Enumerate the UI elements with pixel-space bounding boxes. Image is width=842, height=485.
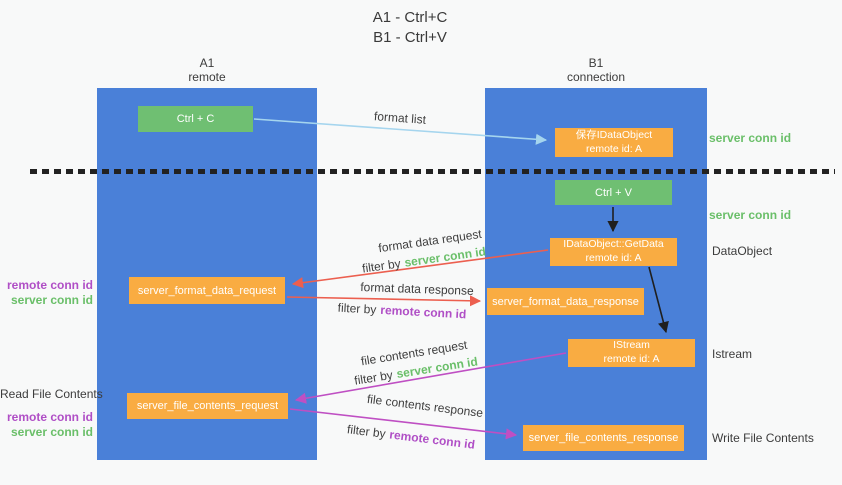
istream-node: IStream remote id: A xyxy=(568,339,695,367)
format-list-arrow-label: format list xyxy=(373,109,427,127)
file-contents-response-arrow-label: file contents response xyxy=(366,391,484,421)
istream-line2: remote id: A xyxy=(603,353,660,365)
save-dataobject-line1: 保存IDataObject xyxy=(575,128,653,141)
lane-header-a1: A1 remote xyxy=(97,56,317,85)
format-data-response-arrow-label: format data response xyxy=(360,280,474,298)
ctrl-v-node: Ctrl + V xyxy=(555,180,672,205)
annotation-write-file-contents: Write File Contents xyxy=(712,431,814,445)
annotation-istream: Istream xyxy=(712,347,753,361)
title-line-2: B1 - Ctrl+V xyxy=(373,29,447,47)
lane-a1-id: A1 xyxy=(199,56,215,70)
lane-a1-role: remote xyxy=(188,70,226,85)
annotation-server-conn-id-left-top: server conn id xyxy=(10,293,93,307)
server-file-contents-response-label: server_file_contents_response xyxy=(528,432,679,444)
annotation-server-conn-id-left-bottom: server conn id xyxy=(10,425,93,439)
getdata-node: IDataObject::GetData remote id: A xyxy=(550,238,677,266)
remote-conn-id-key: remote conn id xyxy=(388,427,476,452)
filter-by-text: filter by xyxy=(353,367,394,388)
lane-b1-role: connection xyxy=(566,70,626,85)
title-line-1: A1 - Ctrl+C xyxy=(372,9,448,26)
annotation-read-file-contents: Read File Contents xyxy=(0,387,103,401)
server-file-contents-request-label: server_file_contents_request xyxy=(136,400,279,412)
server-file-contents-response-node: server_file_contents_response xyxy=(523,425,684,451)
server-format-data-request-node: server_format_data_request xyxy=(129,277,285,304)
lane-header-b1: B1 connection xyxy=(485,56,707,85)
getdata-line2: remote id: A xyxy=(585,252,642,264)
istream-line1: IStream xyxy=(613,339,650,352)
remote-conn-id-key: remote conn id xyxy=(379,302,467,322)
ctrl-c-label: Ctrl + C xyxy=(176,113,215,125)
diagram-title: A1 - Ctrl+C B1 - Ctrl+V xyxy=(300,8,520,49)
filter-by-text: filter by xyxy=(337,300,377,317)
server-format-data-response-node: server_format_data_response xyxy=(487,288,644,315)
annotation-server-conn-id-top: server conn id xyxy=(709,131,792,145)
annotation-dataobject: DataObject xyxy=(712,244,773,258)
server-format-data-request-label: server_format_data_request xyxy=(137,284,277,297)
ctrl-c-node: Ctrl + C xyxy=(138,106,253,132)
lane-b1-id: B1 xyxy=(588,56,604,70)
annotation-server-conn-id-mid: server conn id xyxy=(709,208,792,222)
getdata-line1: IDataObject::GetData xyxy=(563,238,664,251)
annotation-remote-conn-id-top: remote conn id xyxy=(6,278,93,292)
filter-by-text: filter by xyxy=(346,422,387,441)
server-format-data-response-label: server_format_data_response xyxy=(492,295,639,308)
ctrl-v-label: Ctrl + V xyxy=(595,186,632,199)
save-dataobject-line2: remote id: A xyxy=(585,142,643,155)
server-file-contents-request-node: server_file_contents_request xyxy=(127,393,288,419)
filter-by-text: filter by xyxy=(361,256,402,276)
save-dataobject-node: 保存IDataObject remote id: A xyxy=(555,128,673,157)
session-divider-dotted-line xyxy=(30,169,835,174)
annotation-remote-conn-id-bottom: remote conn id xyxy=(6,410,93,424)
